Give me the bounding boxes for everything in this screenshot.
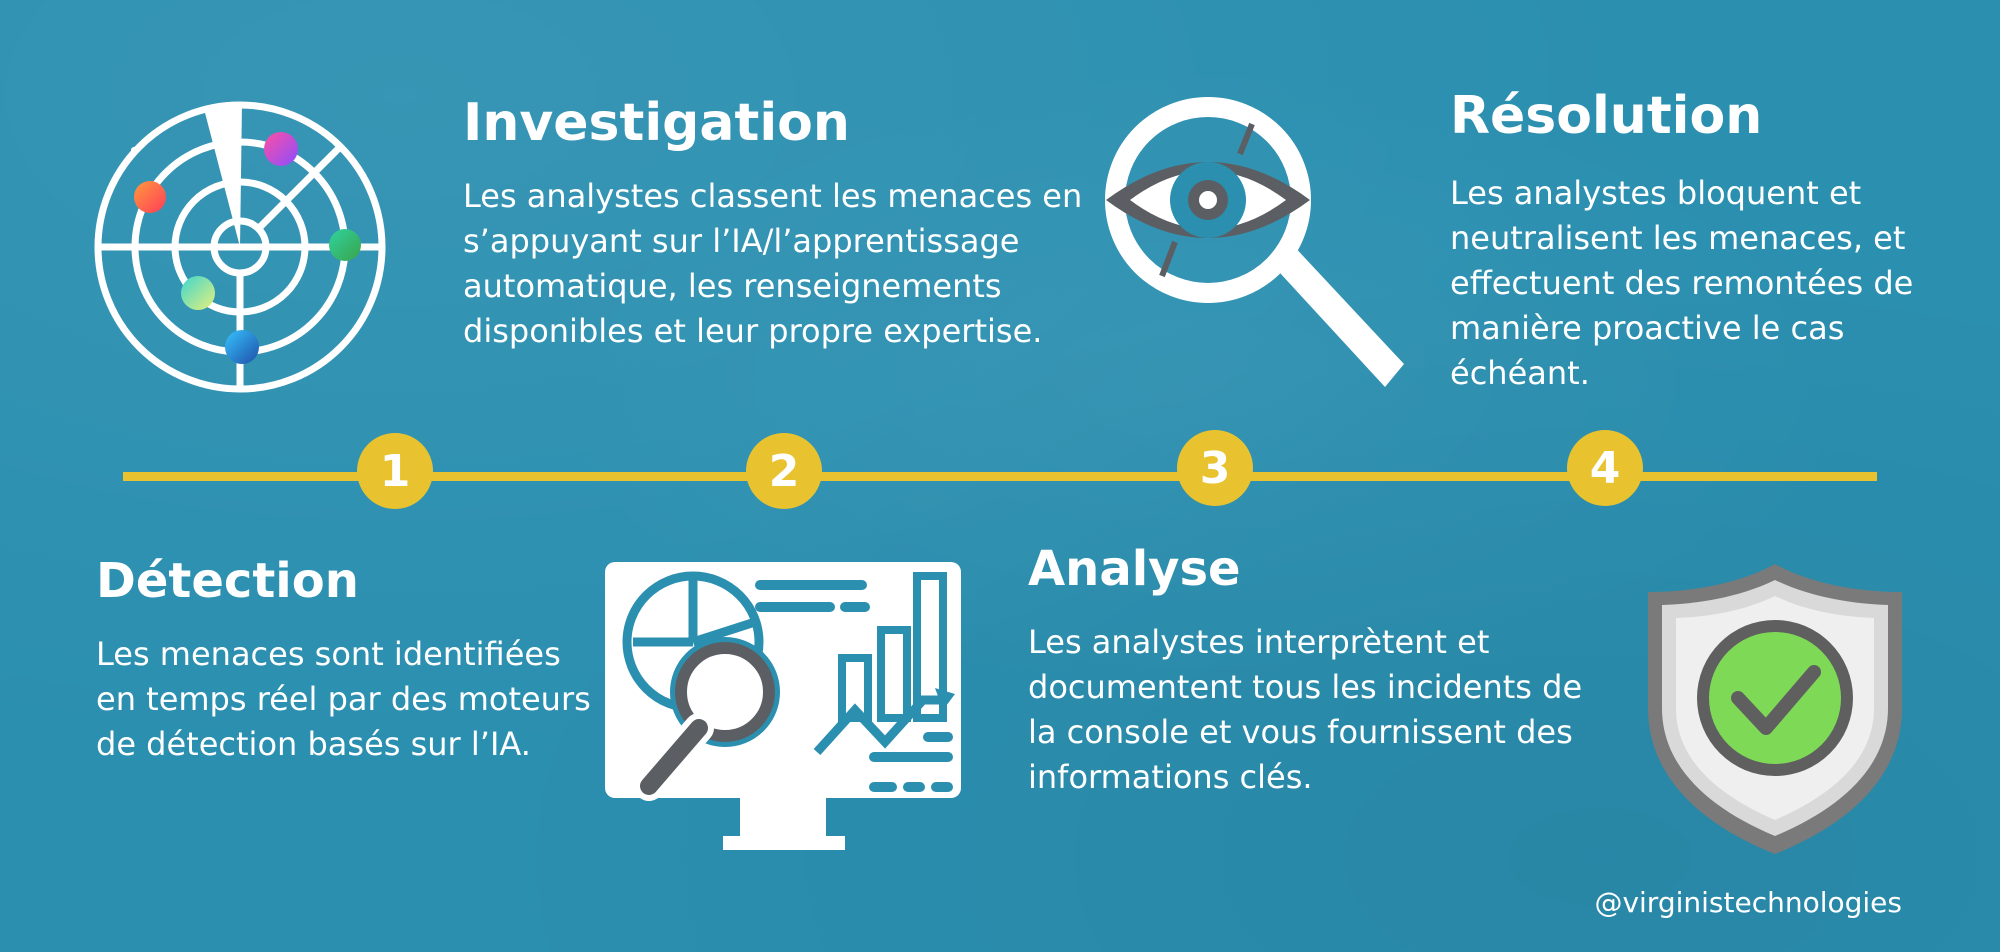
detection-section: Détection Les menaces sont identifiées e… — [96, 555, 606, 767]
resolution-title: Résolution — [1450, 86, 1763, 146]
radar-icon — [94, 101, 386, 393]
analyse-line: Les analystes interprètent et — [1028, 622, 1490, 661]
investigation-line: disponibles et leur propre expertise. — [463, 312, 1043, 351]
investigation-line: Les analystes classent les menaces en — [463, 177, 1083, 216]
resolution-line: Les analystes bloquent et — [1450, 174, 1862, 213]
resolution-line: neutralisent les menaces, et — [1450, 219, 1906, 258]
investigation-title: Investigation — [463, 93, 850, 153]
investigation-line: s’appuyant sur l’IA/l’apprentissage — [463, 222, 1020, 261]
shield-check-icon — [1648, 564, 1902, 854]
detection-line: en temps réel par des moteurs — [96, 679, 591, 718]
step-4-circle: 4 — [1567, 430, 1643, 506]
resolution-line: échéant. — [1450, 354, 1590, 393]
analyse-line: documentent tous les incidents de — [1028, 667, 1583, 706]
step-2-circle: 2 — [746, 433, 822, 509]
detection-title: Détection — [96, 553, 359, 609]
magnifier-eye-icon — [1105, 97, 1404, 387]
resolution-section: Résolution Les analystes bloquent et neu… — [1450, 86, 1970, 396]
footer-handle: @virginistechnologies — [1594, 886, 1902, 919]
detection-line: Les menaces sont identifiées — [96, 634, 561, 673]
investigation-line: automatique, les renseignements — [463, 267, 1002, 306]
analyse-section: Analyse Les analystes interprètent et do… — [1028, 543, 1628, 800]
step-1-circle: 1 — [357, 433, 433, 509]
investigation-section: Investigation Les analystes classent les… — [463, 93, 1083, 354]
analyse-title: Analyse — [1028, 541, 1241, 597]
resolution-line: effectuent des remontées de — [1450, 264, 1914, 303]
step-3-circle: 3 — [1177, 430, 1253, 506]
timeline-line — [123, 472, 1877, 481]
analyse-line: informations clés. — [1028, 757, 1313, 796]
monitor-analytics-icon — [605, 562, 961, 850]
resolution-line: manière proactive le cas — [1450, 309, 1845, 348]
analyse-line: la console et vous fournissent des — [1028, 712, 1573, 751]
detection-line: de détection basés sur l’IA. — [96, 724, 531, 763]
